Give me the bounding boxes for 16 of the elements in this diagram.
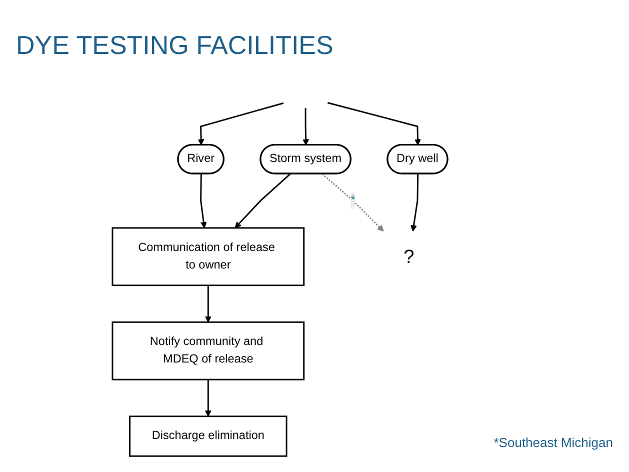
slide-title: DYE TESTING FACILITIES xyxy=(16,30,334,61)
node-box: Discharge elimination xyxy=(129,416,288,457)
arrow xyxy=(322,173,384,232)
arrow xyxy=(204,285,212,322)
node-box: Communication of release to owner xyxy=(112,227,305,286)
arrow xyxy=(327,102,421,146)
arrow xyxy=(204,380,212,417)
node-box: Notify community and MDEQ of release xyxy=(112,321,305,380)
arrow xyxy=(200,174,207,228)
arrow xyxy=(198,102,284,146)
arrow xyxy=(302,108,310,146)
node-text: ? xyxy=(404,245,414,268)
arrow xyxy=(410,174,419,232)
arrow xyxy=(234,173,291,228)
footnote: *Southeast Michigan xyxy=(494,435,613,450)
edge-label: * xyxy=(350,194,356,207)
